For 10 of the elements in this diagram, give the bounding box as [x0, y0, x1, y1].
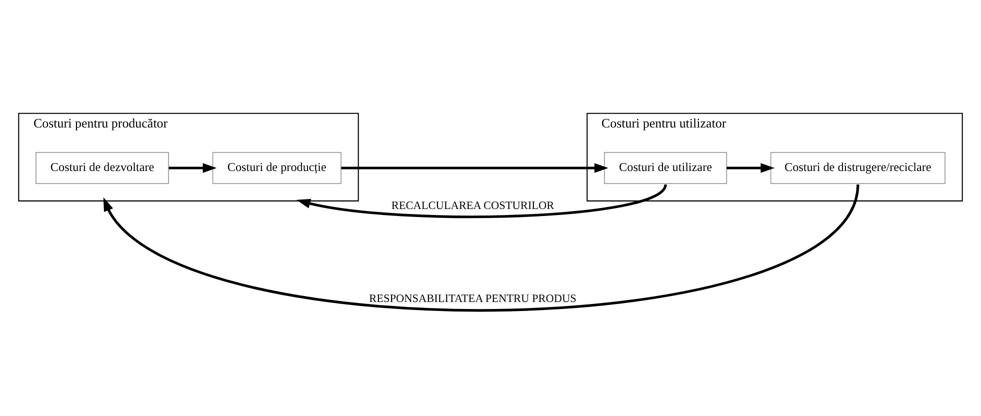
edge-label: RESPONSABILITATEA PENTRU PRODUS [369, 292, 576, 304]
node-box: Costuri de dezvoltare [36, 151, 170, 184]
arrow [296, 183, 667, 218]
arrow [726, 162, 775, 172]
node-box: Costuri de producție [212, 151, 342, 184]
node-box: Costuri de utilizare [604, 151, 728, 184]
arrow [168, 162, 217, 172]
node-box: Costuri de distrugere/reciclare [770, 151, 946, 184]
edge-label: RECALCULAREA COSTURILOR [391, 200, 554, 212]
arrow [341, 162, 608, 172]
